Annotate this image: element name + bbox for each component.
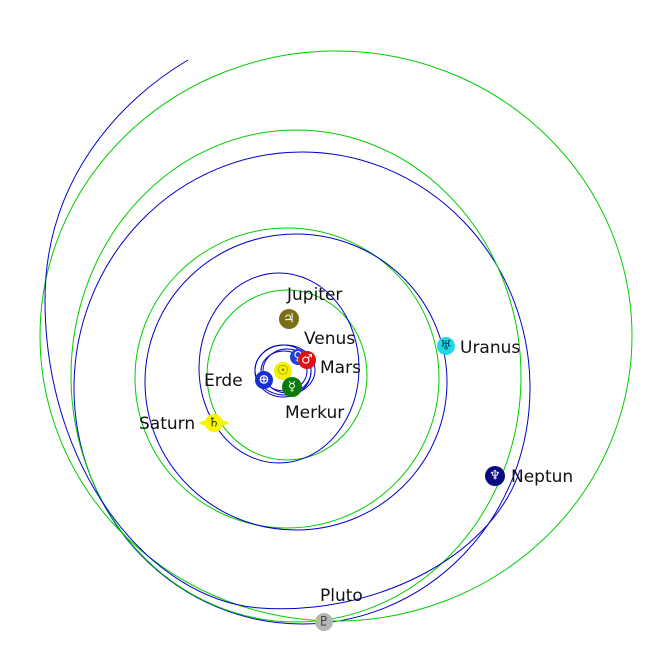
label-erde: Erde [204, 371, 243, 391]
orbit-pluto [39, 50, 633, 622]
orbit-saturn [198, 272, 360, 464]
label-venus: Venus [304, 329, 355, 349]
svg-text:♆: ♆ [489, 469, 501, 484]
erde-icon: ⊕ [255, 371, 273, 389]
svg-text:☉: ☉ [277, 364, 289, 379]
orbit-pluto-inner [44, 59, 521, 610]
orbit-uranus2 [144, 233, 448, 531]
label-merkur: Merkur [285, 403, 344, 423]
merkur-icon: ☿ [282, 377, 302, 397]
svg-text:⊕: ⊕ [259, 373, 270, 388]
svg-text:♀: ♀ [293, 350, 303, 365]
mars-icon: ♂ [298, 351, 316, 369]
svg-text:♂: ♂ [301, 353, 313, 368]
orbits [39, 50, 633, 625]
orbit-uranus [73, 151, 531, 625]
saturn-icon: ♄ [199, 414, 229, 432]
celestial-bodies: ☉☿ ♀ ⊕ ♂ ♃ ♄ ♅ ♆ ♇ [199, 309, 505, 631]
orbit-saturn2 [134, 227, 440, 529]
label-jupiter: Jupiter [286, 285, 342, 305]
label-neptun: Neptun [511, 467, 573, 487]
svg-text:♄: ♄ [208, 416, 220, 431]
uranus-icon: ♅ [437, 337, 455, 355]
svg-text:♅: ♅ [440, 339, 452, 354]
svg-text:☿: ☿ [288, 380, 296, 395]
pluto-icon: ♇ [315, 613, 333, 631]
orbit-mars [254, 344, 316, 396]
svg-text:♃: ♃ [283, 312, 295, 327]
label-mars: Mars [320, 358, 361, 378]
neptun-icon: ♆ [485, 466, 505, 486]
label-pluto: Pluto [320, 586, 363, 606]
svg-text:♇: ♇ [318, 615, 330, 630]
sun-icon: ☉ [274, 362, 292, 380]
jupiter-icon: ♃ [279, 309, 299, 329]
label-saturn: Saturn [139, 414, 195, 434]
label-uranus: Uranus [460, 338, 520, 358]
orbit-neptun [70, 129, 522, 623]
orbit-jupiter [206, 289, 368, 461]
